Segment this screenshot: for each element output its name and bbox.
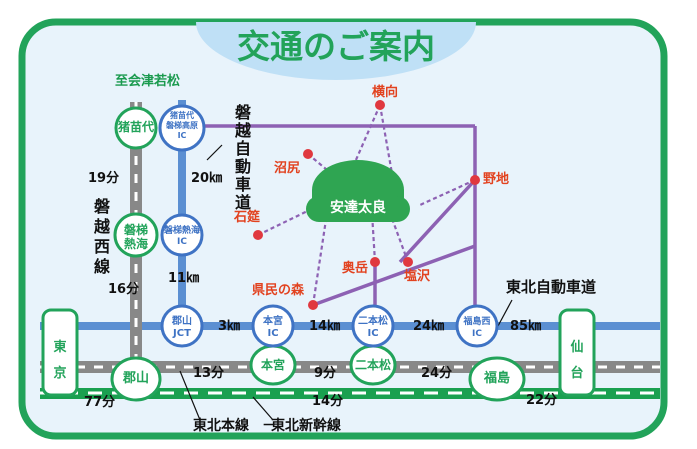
mountain-roads [182, 124, 477, 322]
inawashiro-bandai-ic: 猪苗代 磐梯高原 IC [166, 111, 198, 140]
fukushima-station: 福島 [483, 371, 510, 386]
dist-shinkansen-tokyo-koriyama: 77分 [84, 395, 116, 410]
dist-road-inawashiro-bandai: 20㎞ [191, 171, 223, 186]
banetsu-west-line-label: 磐越西線 [91, 198, 110, 278]
dist-road-nihonmatsu-fukushima: 24㎞ [413, 319, 445, 334]
dist-rail-koriyama-motomiya: 13分 [193, 366, 225, 381]
tohoku-expressway-label: 東北自動車道 [506, 278, 597, 296]
dist-rail-bandai-koriyama: 16分 [108, 282, 140, 297]
koriyama-jct: 郡山 JCT [172, 316, 192, 339]
nihonmatsu-ic: 二本松 IC [358, 316, 388, 339]
dist-road-motomiya-nihonmatsu: 14㎞ [309, 319, 341, 334]
koriyama-station: 郡山 [122, 371, 149, 386]
bandai-atami-station: 磐梯 熱海 [123, 223, 148, 251]
title-backdrop [196, 22, 476, 80]
label-leaders [179, 144, 513, 421]
sendai-label: 仙 台 [570, 340, 584, 381]
dist-rail-nihonmatsu-fukushima: 24分 [421, 366, 453, 381]
banetsu-expressway-label: 磐越自動車道 [232, 104, 251, 212]
rail-stations [110, 106, 526, 402]
dist-shinkansen-fukushima-sendai: 22分 [526, 393, 558, 408]
interchanges [158, 104, 499, 348]
dist-road-fukushima-sendai: 85㎞ [510, 319, 542, 334]
place-yokomuki: 横向 [372, 85, 399, 100]
place-kenmin-no-mori: 県民の森 [252, 283, 305, 298]
to-aizu-label: 至会津若松 [115, 74, 181, 89]
tohoku-main-line-label: 東北本線 [193, 418, 249, 434]
page-title: 交通のご案内 [237, 27, 435, 66]
dist-shinkansen-koriyama-fukushima: 14分 [312, 394, 344, 409]
place-ishizure: 石筵 [234, 210, 261, 225]
dist-road-bandai-koriyama: 11㎞ [168, 271, 200, 286]
dist-rail-inawashiro-bandai: 19分 [88, 171, 120, 186]
dist-road-koriyama-motomiya: 3㎞ [218, 319, 241, 334]
place-noji: 野地 [483, 172, 510, 187]
nihonmatsu-station: 二本松 [354, 358, 391, 372]
motomiya-station: 本宮 [260, 358, 285, 372]
place-numajiri: 沼尻 [274, 161, 301, 176]
motomiya-ic: 本宮 IC [263, 316, 283, 339]
place-okudake: 奥岳 [342, 261, 369, 276]
destination-adatara: 安達太良 [330, 200, 386, 216]
adatara-dome [306, 160, 410, 222]
place-shiozawa: 塩沢 [404, 269, 431, 284]
sendai-box [558, 308, 596, 397]
tohoku-shinkansen-label: 東北新幹線 [271, 418, 341, 434]
label-separator: － [262, 418, 276, 434]
dist-rail-motomiya-nihonmatsu: 9分 [314, 366, 337, 381]
tokyo-box [41, 308, 79, 397]
place-dots [253, 100, 480, 310]
inawashiro-station: 猪苗代 [117, 120, 154, 134]
tokyo-label: 東 京 [53, 340, 67, 381]
fukushima-nishi-ic: 福島西 IC [463, 317, 491, 339]
bandai-atami-ic: 磐梯熱海 IC [163, 226, 200, 247]
